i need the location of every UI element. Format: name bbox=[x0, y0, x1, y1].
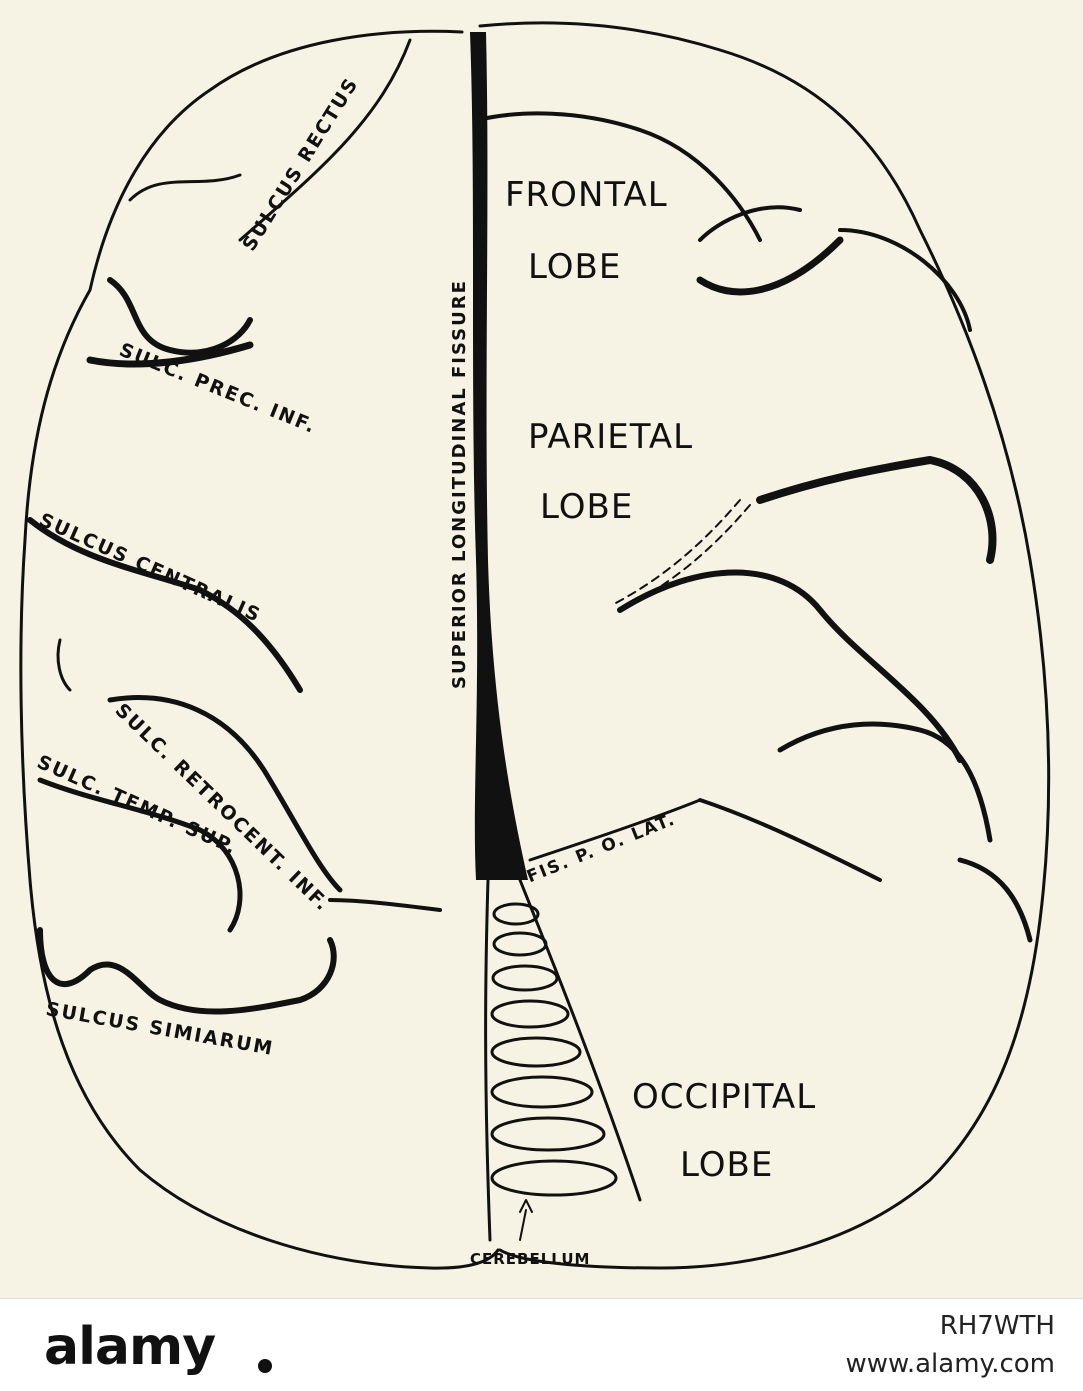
image-id: RH7WTH bbox=[939, 1311, 1055, 1341]
superior-longitudinal-fissure-label: SUPERIOR LONGITUDINAL FISSURE bbox=[449, 279, 470, 689]
longitudinal-fissure bbox=[470, 32, 528, 880]
parietal-lobe-label-line1: PARIETAL bbox=[528, 417, 694, 457]
brain-outline-drawing bbox=[19, 21, 1051, 1270]
alamy-logo: alamy bbox=[44, 1317, 216, 1377]
cerebellum-label: CEREBELLUM bbox=[470, 1250, 591, 1268]
occipital-lobe-label-line1: OCCIPITAL bbox=[632, 1077, 817, 1117]
right-hemisphere-outline bbox=[478, 21, 1051, 1270]
frontal-lobe-label-line1: FRONTAL bbox=[505, 175, 668, 215]
stock-watermark-bar: alamy RH7WTH www.alamy.com bbox=[0, 1298, 1083, 1391]
logo-dot-icon bbox=[258, 1359, 272, 1373]
cerebellum-folds bbox=[490, 902, 618, 1197]
frontal-lobe-label-line2: LOBE bbox=[528, 247, 622, 287]
left-hemisphere-outline bbox=[19, 29, 500, 1270]
parietal-lobe-label-line2: LOBE bbox=[540, 487, 634, 527]
brain-diagram: FRONTAL LOBE PARIETAL LOBE OCCIPITAL LOB… bbox=[19, 21, 1051, 1270]
site-url: www.alamy.com bbox=[845, 1349, 1055, 1379]
occipital-lobe-label-line2: LOBE bbox=[680, 1145, 774, 1185]
